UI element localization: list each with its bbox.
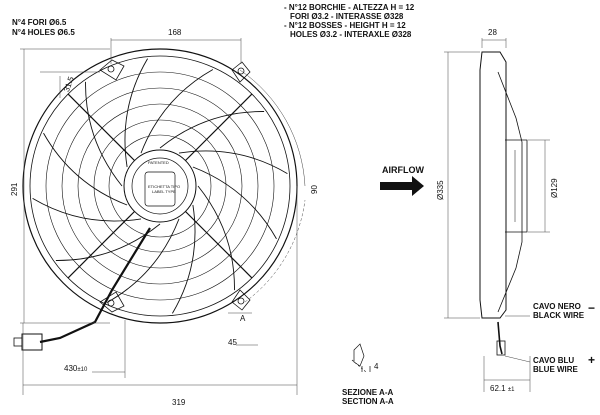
dim-motor-depth: 62.1 ±1 — [490, 384, 515, 393]
blue-wire-it: CAVO BLU — [533, 356, 575, 365]
guard-ring-5 — [108, 134, 212, 238]
dim-angle-2: 45 — [228, 338, 237, 347]
wire-connector — [21, 333, 43, 351]
fan-blade — [159, 111, 265, 149]
bosses-note-en-2: HOLES Ø3.2 - INTERAXLE Ø328 — [290, 30, 412, 39]
black-wire-en: BLACK WIRE — [533, 311, 585, 320]
guard-spokes — [67, 93, 253, 279]
fan-blade — [85, 81, 123, 187]
dim-depth: 28 — [488, 28, 497, 37]
airflow-arrow — [380, 176, 424, 196]
mount-hole-top-right — [237, 67, 245, 75]
side-frame — [479, 51, 507, 319]
bosses-note-en-1: - N°12 BOSSES - HEIGHT H = 12 — [284, 21, 406, 30]
fan-blade — [55, 223, 161, 261]
guard-ring-3 — [77, 103, 243, 269]
holes-note-it: N°4 FORI Ø6.5 — [12, 18, 67, 27]
dim-angle: 90 — [310, 185, 319, 194]
bosses-note-it-2: FORI Ø3.2 - INTERASSE Ø328 — [290, 12, 404, 21]
dim-motor-diameter: Ø129 — [550, 178, 559, 198]
side-view — [479, 51, 528, 356]
holes-note-en: N°4 HOLES Ø6.5 — [12, 28, 75, 37]
dim-section-thickness: 4 — [374, 362, 379, 371]
section-marker: A — [240, 314, 246, 323]
blue-wire-en: BLUE WIRE — [533, 365, 578, 374]
section-title-it: SEZIONE A-A — [342, 388, 394, 397]
wire-harness — [39, 227, 151, 344]
dim-wire-length: 430±10 — [64, 364, 88, 373]
fan-blade — [197, 185, 235, 291]
minus-symbol: − — [588, 301, 596, 315]
airflow-label: AIRFLOW — [382, 165, 424, 175]
front-view — [13, 48, 298, 351]
front-dimension-lines — [20, 38, 306, 395]
frame-inner — [29, 55, 291, 317]
side-wire — [497, 321, 503, 355]
mount-lug-top-right — [231, 61, 251, 83]
bosses-note-it-1: - N°12 BORCHIE - ALTEZZA H = 12 — [284, 3, 415, 12]
hub-outer — [123, 149, 197, 223]
motor-label — [144, 171, 176, 207]
mount-lug-top-left — [99, 59, 125, 81]
fan-blade — [172, 204, 196, 314]
mount-lug-bottom-left — [99, 291, 125, 313]
fan-blades — [32, 58, 288, 314]
mount-hole-bottom-right — [237, 297, 245, 305]
side-connector — [496, 340, 506, 356]
fan-blade — [106, 218, 180, 303]
guard-ring-2 — [61, 87, 259, 285]
fan-blade — [192, 166, 277, 240]
section-detail — [351, 343, 371, 373]
plus-symbol: + — [588, 353, 596, 367]
dim-height: 291 — [10, 182, 19, 196]
side-motor — [505, 139, 528, 233]
fan-blade — [32, 198, 142, 222]
hub-inner — [131, 157, 189, 215]
guard-ring-4 — [93, 119, 227, 253]
label-brand: PATENTED — [148, 160, 169, 165]
wire-connector-tip — [13, 337, 23, 347]
fan-blade — [140, 69, 214, 154]
dim-hole-spacing: 168 — [168, 28, 182, 37]
fan-blade — [178, 150, 288, 174]
dim-frame-diameter: Ø335 — [436, 180, 445, 200]
dim-width: 319 — [172, 398, 186, 407]
guard-spoke — [185, 211, 253, 279]
mount-hole-bottom-left — [107, 299, 115, 307]
fan-blade — [43, 132, 128, 206]
label-type-it: ETICHETTA TIPO — [148, 184, 181, 189]
guard-spoke — [185, 93, 253, 161]
guard-ring-1 — [45, 71, 275, 301]
fan-blade — [124, 58, 148, 168]
side-blades — [497, 71, 523, 313]
side-dimension-lines — [444, 38, 550, 392]
black-wire-it: CAVO NERO — [533, 302, 581, 311]
guard-spoke — [67, 93, 135, 161]
section-title-en: SECTION A-A — [342, 397, 394, 406]
mount-lug-bottom-right — [231, 289, 251, 311]
mount-hole-top-left — [107, 65, 115, 73]
label-type-en: LABEL TYPE — [152, 189, 176, 194]
guard-spoke — [67, 211, 135, 279]
